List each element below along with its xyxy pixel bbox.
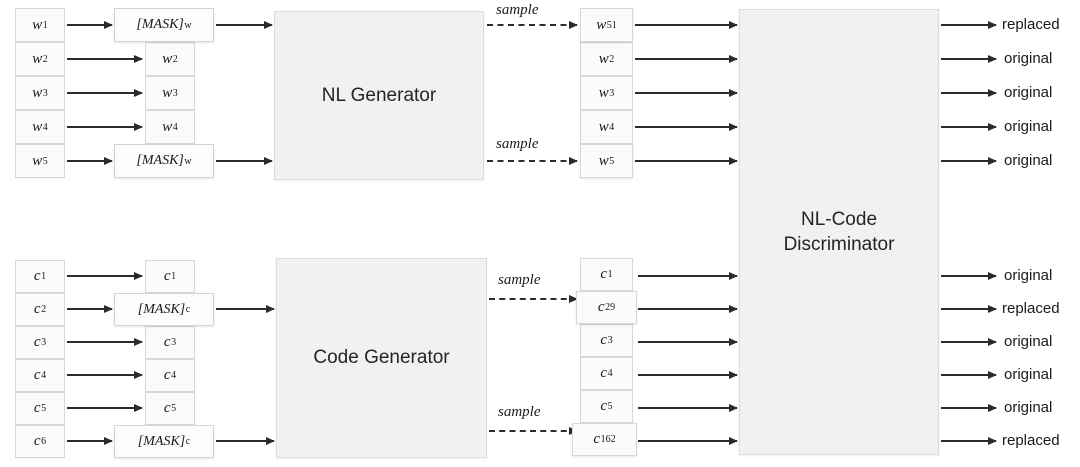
- nl-arrow-disc-3: [635, 88, 738, 97]
- nl-arrow-disc-1: [635, 20, 738, 29]
- code-output-label-5: original: [1004, 399, 1053, 416]
- code-arrow-in-3: [67, 337, 143, 346]
- nl-output-label-4: original: [1004, 118, 1053, 135]
- nl-sample-label-1: sample: [496, 2, 539, 18]
- code-sample-arrow-1: [489, 294, 578, 303]
- discriminator-label-line2: Discriminator: [783, 234, 895, 255]
- nl-sample-label-2: sample: [496, 136, 539, 152]
- code-out-arrow-5: [941, 403, 997, 412]
- code-masked-token-2: [MASK]c: [114, 293, 214, 326]
- code-arrow-mask-gen-2: [216, 436, 275, 445]
- nl-arrow-disc-2: [635, 54, 738, 63]
- nl-masked-token-5: [MASK]w: [114, 144, 214, 178]
- nl-generator-block: NL Generator: [274, 11, 484, 180]
- nl-out-arrow-3: [941, 88, 997, 97]
- code-output-label-4: original: [1004, 366, 1053, 383]
- nl-out-arrow-4: [941, 122, 997, 131]
- nl-arrow-mask-gen-2: [216, 156, 273, 165]
- nl-masked-token-1: [MASK]w: [114, 8, 214, 42]
- code-output-label-3: original: [1004, 333, 1053, 350]
- code-output-label-1: original: [1004, 267, 1053, 284]
- nl-output-label-2: original: [1004, 50, 1053, 67]
- nl-out-arrow-1: [941, 20, 997, 29]
- code-out-arrow-4: [941, 370, 997, 379]
- code-arrow-disc-6: [638, 436, 738, 445]
- code-arrow-in-4: [67, 370, 143, 379]
- code-sample-arrow-2: [489, 426, 578, 435]
- nl-out-arrow-2: [941, 54, 997, 63]
- code-out-arrow-3: [941, 337, 997, 346]
- code-output-label-2: replaced: [1002, 300, 1060, 317]
- code-sample-label-2: sample: [498, 404, 541, 420]
- nl-output-label-1: replaced: [1002, 16, 1060, 33]
- code-sample-label-1: sample: [498, 272, 541, 288]
- nl-output-label-5: original: [1004, 152, 1053, 169]
- code-arrow-in-5: [67, 403, 143, 412]
- nl-arrow-disc-5: [635, 156, 738, 165]
- nl-arrow-mask-gen-1: [216, 20, 273, 29]
- nl-out-arrow-5: [941, 156, 997, 165]
- discriminator-label-line1: NL-Code: [800, 208, 878, 230]
- code-arrow-in-1: [67, 271, 143, 280]
- nl-arrow-in-2: [67, 54, 143, 63]
- code-out-arrow-1: [941, 271, 997, 280]
- code-generator-block: Code Generator: [276, 258, 487, 458]
- code-arrow-in-2: [67, 304, 113, 313]
- code-arrow-disc-4: [638, 370, 738, 379]
- code-masked-token-6: [MASK]c: [114, 425, 214, 458]
- code-arrow-mask-gen-1: [216, 304, 275, 313]
- nl-sample-arrow-2: [487, 156, 578, 165]
- nl-code-discriminator-block: NL-Code Discriminator: [739, 9, 939, 455]
- nl-generator-label: NL Generator: [321, 84, 437, 106]
- code-arrow-disc-1: [638, 271, 738, 280]
- nl-arrow-in-1: [67, 20, 113, 29]
- nl-arrow-disc-4: [635, 122, 738, 131]
- code-out-arrow-6: [941, 436, 997, 445]
- code-out-arrow-2: [941, 304, 997, 313]
- code-arrow-disc-2: [638, 304, 738, 313]
- nl-arrow-in-5: [67, 156, 113, 165]
- nl-output-label-3: original: [1004, 84, 1053, 101]
- code-arrow-disc-3: [638, 337, 738, 346]
- nl-arrow-in-3: [67, 88, 143, 97]
- code-output-label-6: replaced: [1002, 432, 1060, 449]
- code-arrow-disc-5: [638, 403, 738, 412]
- code-arrow-in-6: [67, 436, 113, 445]
- nl-sample-arrow-1: [487, 20, 578, 29]
- code-generator-label: Code Generator: [313, 347, 450, 369]
- nl-arrow-in-4: [67, 122, 143, 131]
